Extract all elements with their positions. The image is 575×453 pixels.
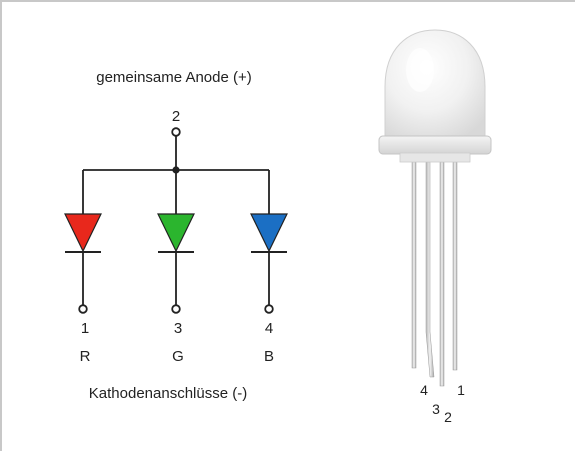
led-leg-3 — [425, 161, 435, 378]
led-leg-4 — [411, 161, 417, 369]
green-diode — [157, 213, 195, 314]
red-cathode-terminal — [78, 304, 88, 314]
anode-pin-number: 2 — [172, 108, 180, 125]
red-pin-number: 1 — [81, 320, 89, 337]
blue-diode-triangle — [250, 213, 288, 253]
blue-diode — [250, 213, 288, 314]
led-pin-label-2: 2 — [444, 409, 452, 425]
led-dome — [384, 29, 486, 138]
red-channel-letter: R — [80, 348, 91, 365]
green-pin-number: 3 — [174, 320, 182, 337]
green-diode-triangle — [157, 213, 195, 253]
red-diode — [64, 213, 102, 314]
green-channel-letter: G — [172, 348, 184, 365]
led-base — [399, 152, 471, 163]
led-leg-1 — [452, 161, 458, 371]
blue-channel-letter: B — [264, 348, 274, 365]
led-pin-label-1: 1 — [457, 382, 465, 398]
blue-pin-number: 4 — [265, 320, 273, 337]
green-cathode-terminal — [171, 304, 181, 314]
led-leg-2 — [439, 161, 445, 387]
led-flange — [378, 135, 492, 155]
cathode-label: Kathodenanschlüsse (-) — [89, 385, 247, 402]
anode-terminal — [171, 127, 181, 137]
led-pin-label-3: 3 — [432, 401, 440, 417]
led-legs — [411, 161, 458, 387]
anode-junction-dot — [172, 166, 180, 174]
red-diode-triangle — [64, 213, 102, 253]
led-dome-highlight — [406, 48, 434, 92]
anode-label: gemeinsame Anode (+) — [96, 69, 252, 86]
anode-wiring — [82, 136, 270, 214]
blue-cathode-terminal — [264, 304, 274, 314]
rgb-led-illustration — [378, 29, 492, 387]
led-pin-label-4: 4 — [420, 382, 428, 398]
